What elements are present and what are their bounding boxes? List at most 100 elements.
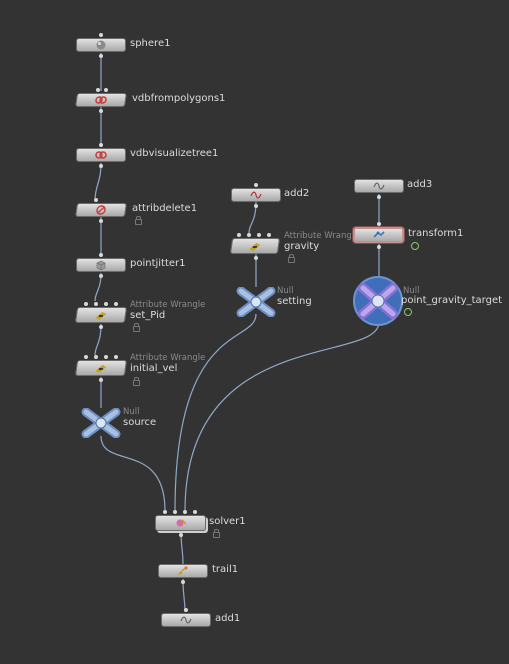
input-port[interactable] <box>96 88 100 92</box>
node-label[interactable]: source <box>123 417 157 428</box>
curve-icon <box>180 616 192 624</box>
node-label[interactable]: attribdelete1 <box>132 203 198 214</box>
input-port[interactable] <box>104 88 108 92</box>
output-port[interactable] <box>181 580 185 584</box>
input-port[interactable] <box>237 233 241 237</box>
node-label[interactable]: sphere1 <box>130 38 171 49</box>
node-tile[interactable] <box>75 203 127 217</box>
node-label[interactable]: setting <box>277 296 312 307</box>
null-icon[interactable] <box>358 283 398 319</box>
trail-icon <box>177 566 188 576</box>
input-port[interactable] <box>173 510 177 514</box>
input-port[interactable] <box>99 143 103 147</box>
node-label[interactable]: gravity <box>284 241 320 252</box>
output-port[interactable] <box>99 219 103 223</box>
node-tile[interactable] <box>155 515 206 531</box>
node-tile[interactable] <box>76 258 126 272</box>
null-icon[interactable] <box>81 408 121 438</box>
input-port[interactable] <box>94 355 98 359</box>
node-type-label: Attribute Wrangle <box>284 231 360 241</box>
output-port[interactable] <box>377 245 381 249</box>
curve-icon <box>373 182 385 190</box>
wire-point_gravity_target-solver1 <box>184 321 380 512</box>
output-port[interactable] <box>99 325 103 329</box>
lock-icon <box>133 377 140 386</box>
node-tile[interactable] <box>353 227 404 243</box>
node-type-label: Attribute Wrangle <box>130 353 206 363</box>
output-port[interactable] <box>99 54 103 58</box>
node-label[interactable]: point_gravity_target <box>401 295 503 306</box>
input-port[interactable] <box>94 302 98 306</box>
node-type-label: Null <box>123 407 140 417</box>
node-type-label: Attribute Wrangle <box>130 300 206 310</box>
output-port[interactable] <box>377 195 381 199</box>
output-port[interactable] <box>99 378 103 382</box>
transform-icon <box>372 231 385 238</box>
input-port[interactable] <box>99 33 103 37</box>
input-port[interactable] <box>267 233 271 237</box>
node-tile[interactable] <box>229 238 281 254</box>
wire-vdbvisualizetree1-attribdelete1 <box>94 162 102 202</box>
node-label[interactable]: transform1 <box>408 228 464 239</box>
null-icon[interactable] <box>236 287 276 317</box>
output-port[interactable] <box>99 274 103 278</box>
wire-setting-solver1 <box>174 313 257 512</box>
node-label[interactable]: set_Pid <box>130 310 166 321</box>
lock-icon <box>133 323 140 332</box>
node-label[interactable]: solver1 <box>209 516 246 527</box>
node-label[interactable]: add2 <box>284 188 310 199</box>
input-port[interactable] <box>257 233 261 237</box>
input-port[interactable] <box>184 608 188 612</box>
node-label[interactable]: initial_vel <box>130 363 178 374</box>
input-port[interactable] <box>104 355 108 359</box>
input-port[interactable] <box>84 355 88 359</box>
node-label[interactable]: pointjitter1 <box>130 258 186 269</box>
node-tile[interactable] <box>158 564 208 578</box>
wire-source-solver1 <box>100 435 166 512</box>
input-port[interactable] <box>377 222 381 226</box>
output-port[interactable] <box>254 204 258 208</box>
input-port[interactable] <box>163 510 167 514</box>
node-label[interactable]: vdbfrompolygons1 <box>132 93 226 104</box>
display-flag-icon[interactable] <box>404 308 412 316</box>
node-type-label: Null <box>277 286 294 296</box>
node-label[interactable]: trail1 <box>212 564 239 575</box>
node-type-label: Null <box>403 286 420 296</box>
lock-icon <box>135 216 142 225</box>
node-tile[interactable] <box>75 93 127 107</box>
node-tile[interactable] <box>354 179 404 193</box>
input-port[interactable] <box>94 198 98 202</box>
node-tile[interactable] <box>161 613 211 627</box>
node-tile[interactable] <box>231 188 281 202</box>
display-flag-icon[interactable] <box>411 242 419 250</box>
cube-icon <box>96 260 106 270</box>
node-tile[interactable] <box>76 38 126 52</box>
input-port[interactable] <box>254 183 258 187</box>
attribdelete-icon <box>96 205 106 215</box>
input-port[interactable] <box>183 510 187 514</box>
node-label[interactable]: add1 <box>215 613 241 624</box>
node-tile[interactable] <box>74 360 128 376</box>
output-port[interactable] <box>99 164 103 168</box>
vdb-icon <box>95 96 107 104</box>
node-label[interactable]: add3 <box>407 179 433 190</box>
input-port[interactable] <box>247 233 251 237</box>
output-port[interactable] <box>99 109 103 113</box>
curve-icon <box>250 191 262 199</box>
output-port[interactable] <box>254 256 258 260</box>
wrangle-icon <box>95 365 107 373</box>
input-port[interactable] <box>84 302 88 306</box>
input-port[interactable] <box>193 510 197 514</box>
lock-icon <box>213 529 220 538</box>
input-port[interactable] <box>114 302 118 306</box>
node-label[interactable]: vdbvisualizetree1 <box>130 148 219 159</box>
input-port[interactable] <box>104 302 108 306</box>
input-port[interactable] <box>99 253 103 257</box>
lock-icon <box>288 254 295 263</box>
input-port[interactable] <box>114 355 118 359</box>
node-tile[interactable] <box>74 307 128 323</box>
node-tile[interactable] <box>76 148 126 162</box>
solver-icon <box>176 519 187 527</box>
output-port[interactable] <box>179 533 183 537</box>
wrangle-icon <box>95 312 107 320</box>
